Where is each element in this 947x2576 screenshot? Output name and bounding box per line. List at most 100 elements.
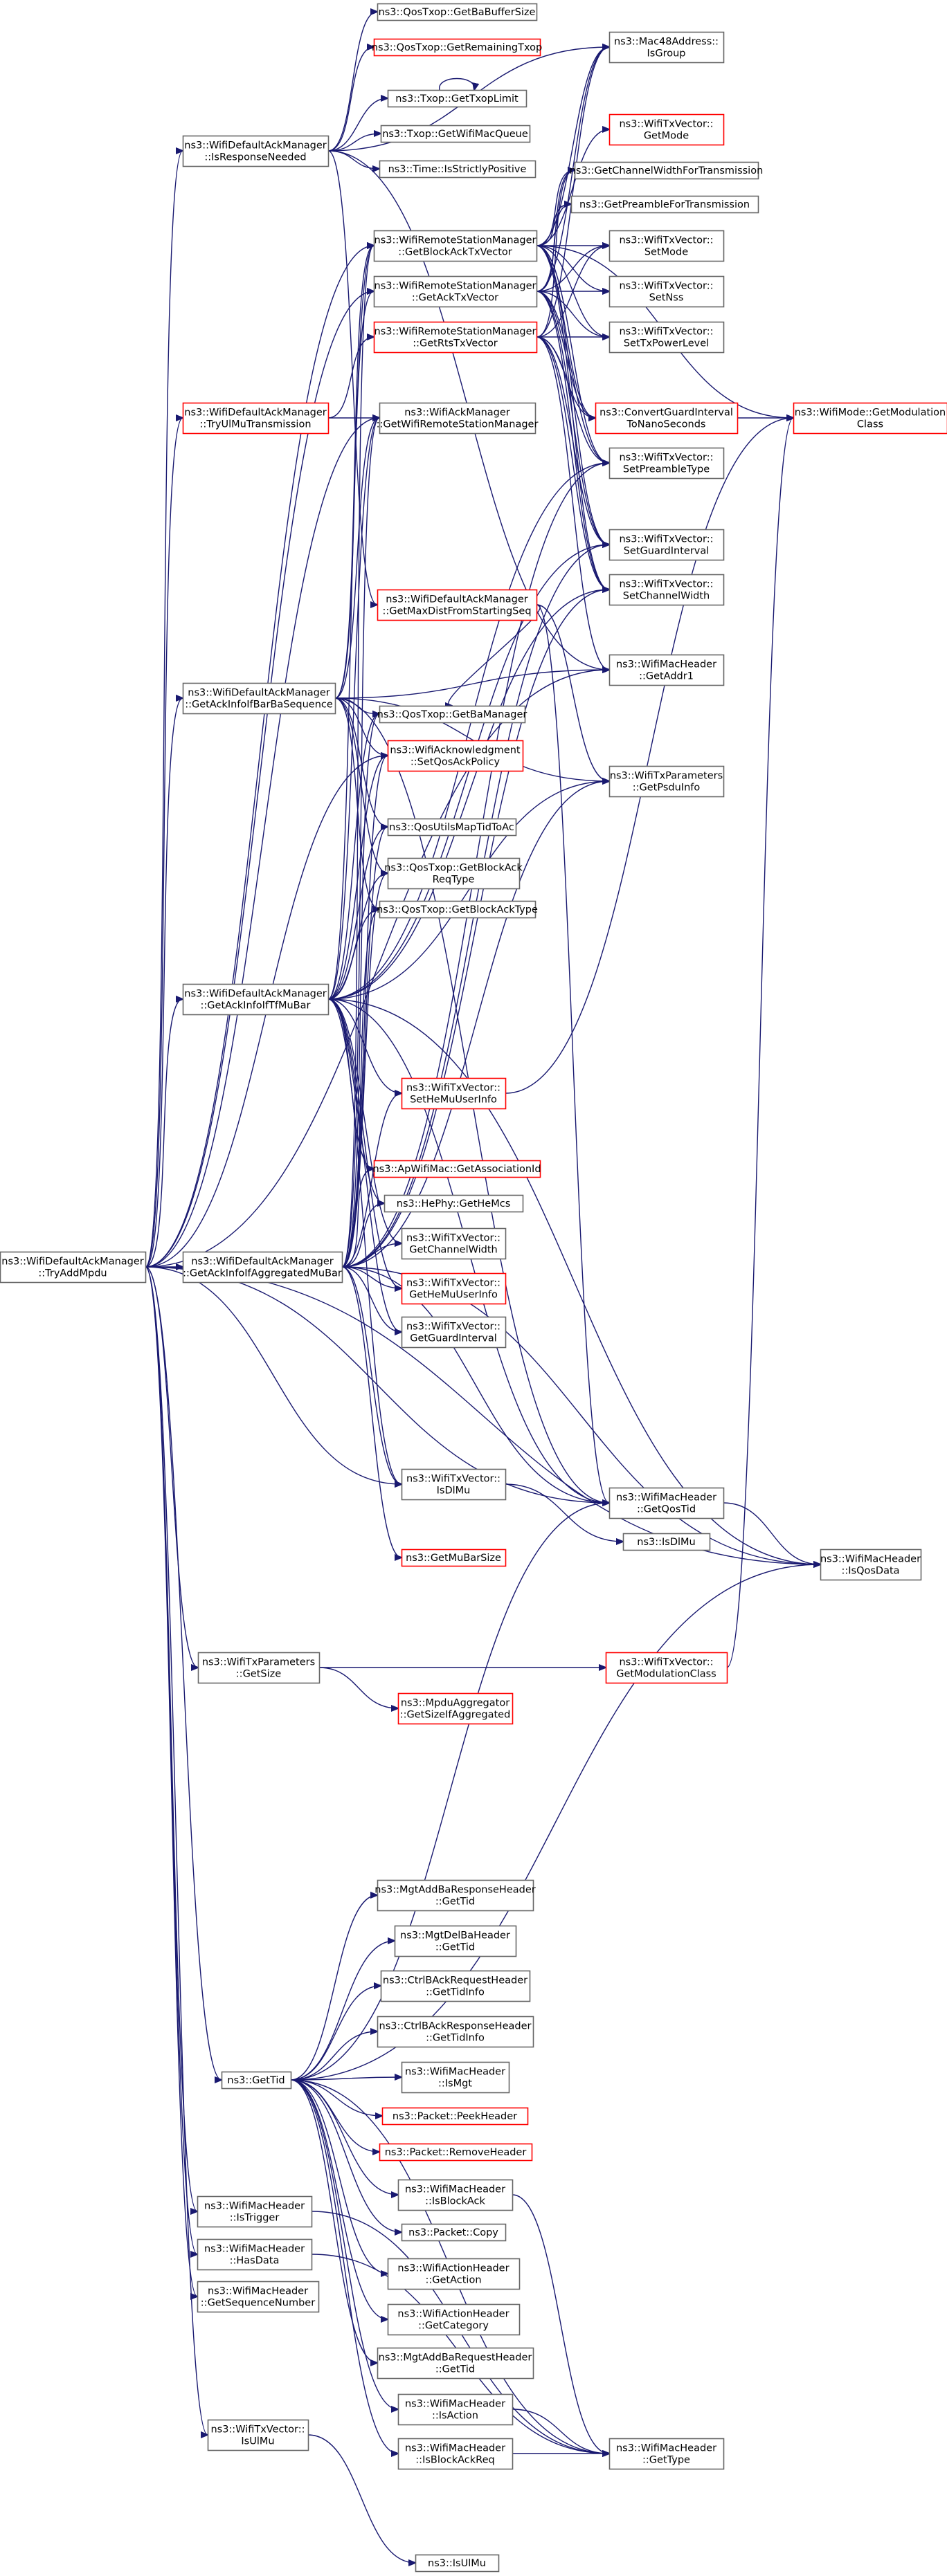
- node-hdrIsBlockAck[interactable]: ns3::WifiMacHeader::IsBlockAck: [397, 2179, 514, 2211]
- node-isDlMu[interactable]: ns3::IsDlMu: [622, 1533, 711, 1551]
- node-box[interactable]: [182, 402, 330, 435]
- node-box[interactable]: [373, 230, 538, 262]
- node-box[interactable]: [401, 1549, 507, 1567]
- node-box[interactable]: [608, 321, 725, 354]
- node-box[interactable]: [373, 38, 541, 57]
- node-box[interactable]: [197, 2281, 320, 2313]
- node-box[interactable]: [401, 1272, 507, 1305]
- node-box[interactable]: [401, 2061, 510, 2094]
- node-box[interactable]: [221, 2071, 292, 2090]
- node-qosGetBaBufferSize[interactable]: ns3::QosTxop::GetBaBufferSize: [377, 3, 538, 21]
- node-txParamsGetSize[interactable]: ns3::WifiTxParameters::GetSize: [197, 1652, 321, 1684]
- node-box[interactable]: [608, 529, 725, 561]
- node-box[interactable]: [608, 230, 725, 262]
- node-box[interactable]: [608, 765, 725, 798]
- node-root[interactable]: ns3::WifiDefaultAckManager::TryAddMpdu: [0, 1251, 147, 1284]
- node-box[interactable]: [387, 2303, 521, 2336]
- node-qosGetBaManager[interactable]: ns3::QosTxop::GetBaManager: [377, 705, 527, 724]
- node-ctrlBAckRespGetTidInfo[interactable]: ns3::CtrlBAckResponseHeader::GetTidInfo: [377, 2016, 534, 2048]
- node-txVecSetGuardInterval[interactable]: ns3::WifiTxVector::SetGuardInterval: [608, 529, 725, 561]
- node-actionGetAction[interactable]: ns3::WifiActionHeader::GetAction: [387, 2258, 521, 2290]
- node-box[interactable]: [608, 447, 725, 479]
- node-txopGetTxopLimit[interactable]: ns3::Txop::GetTxopLimit: [387, 89, 527, 108]
- node-getChannelWidthForTx[interactable]: ns3::GetChannelWidthForTransmission: [570, 161, 764, 180]
- node-txVecGetModulationClass[interactable]: ns3::WifiTxVector::GetModulationClass: [605, 1652, 728, 1684]
- node-box[interactable]: [397, 2393, 514, 2426]
- node-txVecGetChannelWidth[interactable]: ns3::WifiTxVector::GetChannelWidth: [401, 1227, 507, 1260]
- node-box[interactable]: [595, 402, 739, 435]
- node-box[interactable]: [182, 983, 330, 1016]
- node-ackSetQosAckPolicy[interactable]: ns3::WifiAcknowledgment::SetQosAckPolicy: [387, 740, 524, 772]
- node-box[interactable]: [182, 682, 336, 715]
- node-getAckInfoBarBa[interactable]: ns3::WifiDefaultAckManager::GetAckInfoIf…: [182, 682, 336, 715]
- node-box[interactable]: [622, 1533, 711, 1551]
- node-txVecSetTxPowerLevel[interactable]: ns3::WifiTxVector::SetTxPowerLevel: [608, 321, 725, 354]
- node-ackMgrGetRsm[interactable]: ns3::WifiAckManager::GetWifiRemoteStatio…: [377, 402, 539, 435]
- node-box[interactable]: [401, 1468, 507, 1501]
- node-mgtAddBaReqGetTid[interactable]: ns3::MgtAddBaRequestHeader::GetTid: [377, 2347, 534, 2379]
- node-box[interactable]: [608, 2438, 725, 2470]
- node-box[interactable]: [373, 275, 538, 308]
- node-txVecSetChannelWidth[interactable]: ns3::WifiTxVector::SetChannelWidth: [608, 574, 725, 606]
- node-qosGetRemainingTxop[interactable]: ns3::QosTxop::GetRemainingTxop: [372, 38, 542, 57]
- node-box[interactable]: [608, 654, 725, 686]
- node-box[interactable]: [197, 2195, 313, 2228]
- node-box[interactable]: [415, 2554, 500, 2573]
- node-hdrIsBlockAckReq[interactable]: ns3::WifiMacHeader::IsBlockAckReq: [397, 2438, 514, 2470]
- node-wifiModeGetModulationClass[interactable]: ns3::WifiMode::GetModulationClass: [793, 402, 947, 435]
- node-txVecSetPreambleType[interactable]: ns3::WifiTxVector::SetPreambleType: [608, 447, 725, 479]
- node-getAckInfoAggregatedMuBar[interactable]: ns3::WifiDefaultAckManager::GetAckInfoIf…: [182, 1251, 343, 1284]
- node-actionGetCategory[interactable]: ns3::WifiActionHeader::GetCategory: [387, 2303, 521, 2336]
- node-hdrIsTrigger[interactable]: ns3::WifiMacHeader::IsTrigger: [197, 2195, 313, 2228]
- node-timeIsStrictlyPositive[interactable]: ns3::Time::IsStrictlyPositive: [379, 160, 536, 179]
- node-box[interactable]: [380, 125, 531, 143]
- node-box[interactable]: [570, 195, 759, 214]
- node-box[interactable]: [608, 31, 725, 64]
- node-hdrIsMgt[interactable]: ns3::WifiMacHeader::IsMgt: [401, 2061, 510, 2094]
- node-mgtDelBaGetTid[interactable]: ns3::MgtDelBaHeader::GetTid: [394, 1925, 517, 1957]
- node-hdrIsQosData[interactable]: ns3::WifiMacHeader::IsQosData: [820, 1549, 922, 1581]
- node-box[interactable]: [373, 1160, 541, 1178]
- node-rsmGetBlockAckTxVector[interactable]: ns3::WifiRemoteStationManager::GetBlockA…: [373, 230, 538, 262]
- node-box[interactable]: [377, 2347, 534, 2379]
- node-box[interactable]: [397, 2438, 514, 2470]
- node-box[interactable]: [574, 161, 759, 180]
- node-txVecGetHeMuUserInfo[interactable]: ns3::WifiTxVector::GetHeMuUserInfo: [401, 1272, 507, 1305]
- node-box[interactable]: [377, 589, 538, 621]
- node-box[interactable]: [197, 1652, 321, 1684]
- node-box[interactable]: [379, 160, 536, 179]
- node-box[interactable]: [401, 2223, 507, 2242]
- node-box[interactable]: [387, 2258, 521, 2290]
- node-box[interactable]: [387, 857, 521, 890]
- node-box[interactable]: [401, 1227, 507, 1260]
- node-txVecGetGuardInterval[interactable]: ns3::WifiTxVector::GetGuardInterval: [401, 1316, 507, 1349]
- node-hePhyGetHeMcs[interactable]: ns3::HePhy::GetHeMcs: [384, 1194, 524, 1213]
- node-apGetAssociationId[interactable]: ns3::ApWifiMac::GetAssociationId: [372, 1160, 541, 1178]
- node-box[interactable]: [377, 3, 538, 21]
- node-box[interactable]: [608, 574, 725, 606]
- node-box[interactable]: [384, 1194, 524, 1213]
- node-box[interactable]: [387, 740, 524, 772]
- node-box[interactable]: [397, 2179, 514, 2211]
- node-mac48IsGroup[interactable]: ns3::Mac48Address::IsGroup: [608, 31, 725, 64]
- node-txVecSetHeMuUserInfo[interactable]: ns3::WifiTxVector::SetHeMuUserInfo: [401, 1077, 507, 1110]
- node-box[interactable]: [379, 705, 526, 724]
- node-box[interactable]: [373, 321, 538, 354]
- node-hdrGetQosTid[interactable]: ns3::WifiMacHeader::GetQosTid: [608, 1487, 725, 1519]
- node-box[interactable]: [394, 1925, 517, 1957]
- node-box[interactable]: [379, 900, 536, 919]
- node-hdrGetSeqNum[interactable]: ns3::WifiMacHeader::GetSequenceNumber: [197, 2281, 320, 2313]
- node-ctrlBAckReqGetTidInfo[interactable]: ns3::CtrlBAckRequestHeader::GetTidInfo: [380, 1970, 531, 2002]
- node-hdrIsAction[interactable]: ns3::WifiMacHeader::IsAction: [397, 2393, 514, 2426]
- node-getMuBarSize[interactable]: ns3::GetMuBarSize: [401, 1549, 507, 1567]
- node-txVecIsUlMu[interactable]: ns3::WifiTxVector::IsUlMu: [207, 2419, 309, 2451]
- node-box[interactable]: [182, 135, 330, 167]
- node-rsmGetRtsTxVector[interactable]: ns3::WifiRemoteStationManager::GetRtsTxV…: [373, 321, 538, 354]
- node-hdrHasData[interactable]: ns3::WifiMacHeader::HasData: [197, 2238, 313, 2271]
- node-rsmGetAckTxVector[interactable]: ns3::WifiRemoteStationManager::GetAckTxV…: [373, 275, 538, 308]
- node-box[interactable]: [0, 1251, 147, 1284]
- node-box[interactable]: [380, 1970, 531, 2002]
- node-getMaxDistFromStartingSeq[interactable]: ns3::WifiDefaultAckManager::GetMaxDistFr…: [377, 589, 538, 621]
- node-hdrGetAddr1[interactable]: ns3::WifiMacHeader::GetAddr1: [608, 654, 725, 686]
